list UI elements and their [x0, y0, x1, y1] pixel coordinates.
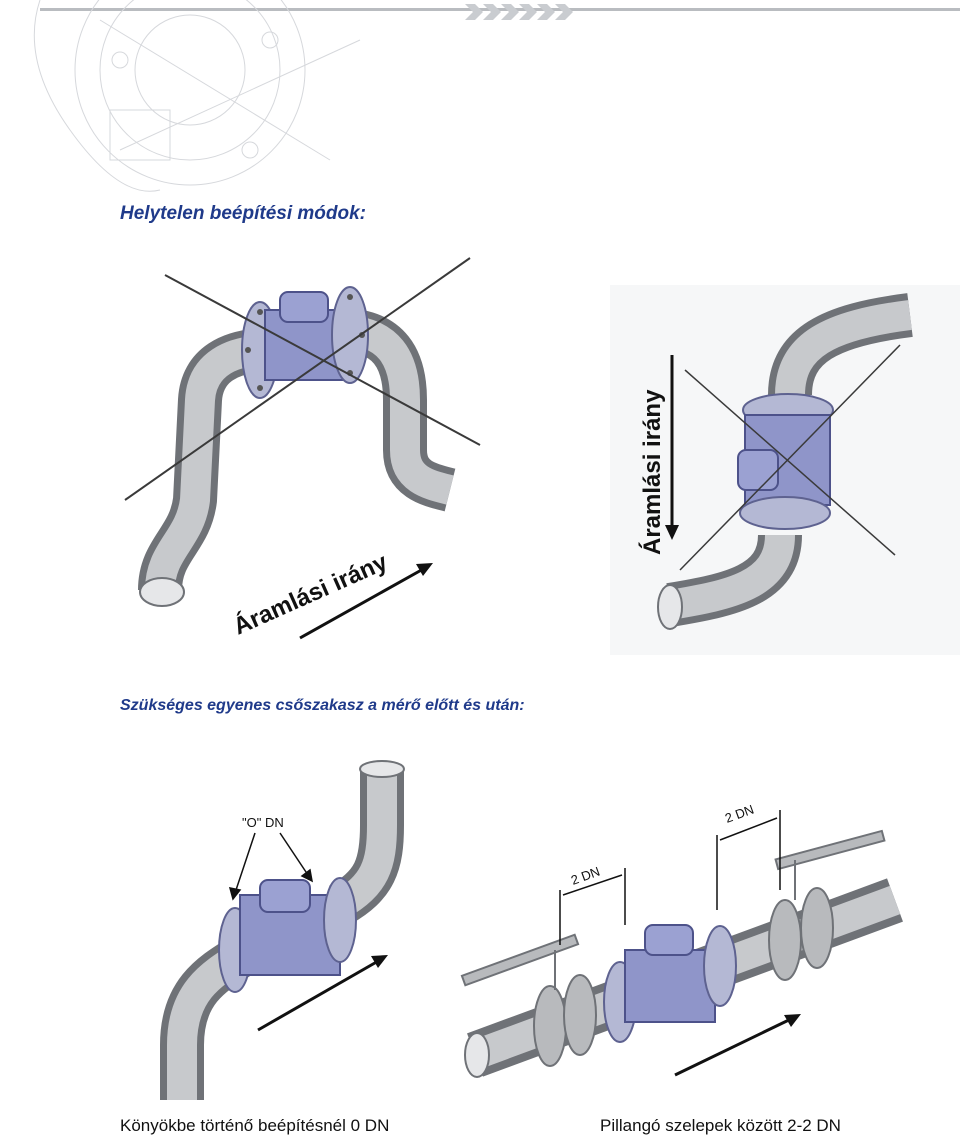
figure-incorrect-vertical: Áramlási irány — [610, 285, 960, 655]
blueprint-background — [33, 0, 361, 192]
arrow-right-icon — [257, 955, 388, 1032]
meter-body-icon — [603, 924, 737, 1043]
arrow-down-icon — [665, 355, 679, 540]
caption-butterfly: Pillangó szelepek között 2-2 DN — [600, 1116, 841, 1135]
dimension-label: "O" DN — [242, 815, 284, 830]
figure-elbow-0dn: "O" DN — [160, 760, 405, 1100]
butterfly-valve-icon — [460, 933, 597, 1067]
section-title: Helytelen beépítési módok: — [120, 203, 367, 224]
cross-mark-icon — [679, 344, 901, 571]
dimension-arrows-icon — [228, 832, 314, 901]
cross-mark-icon — [124, 257, 481, 501]
caption-elbow: Könyökbe történő beépítésnél 0 DN — [120, 1116, 390, 1135]
section-subtitle: Szükséges egyenes csőszakasz a mérő előt… — [120, 697, 525, 714]
dimension-label: 2 DN — [723, 802, 756, 826]
figure-butterfly-2dn: 2 DN 2 DN — [460, 802, 903, 1078]
meter-body-icon — [241, 286, 369, 399]
header-rule — [40, 8, 960, 11]
arrow-right-icon — [299, 563, 433, 640]
figure-incorrect-u-bend: Áramlási irány — [124, 257, 481, 640]
flow-direction-label: Áramlási irány — [638, 389, 666, 555]
dimension-lines-icon — [559, 810, 781, 945]
header-chevrons-icon — [465, 4, 573, 20]
flow-direction-label: Áramlási irány — [229, 547, 392, 640]
arrow-right-icon — [674, 1014, 801, 1077]
butterfly-valve-icon — [768, 829, 886, 981]
meter-body-icon — [218, 877, 357, 993]
